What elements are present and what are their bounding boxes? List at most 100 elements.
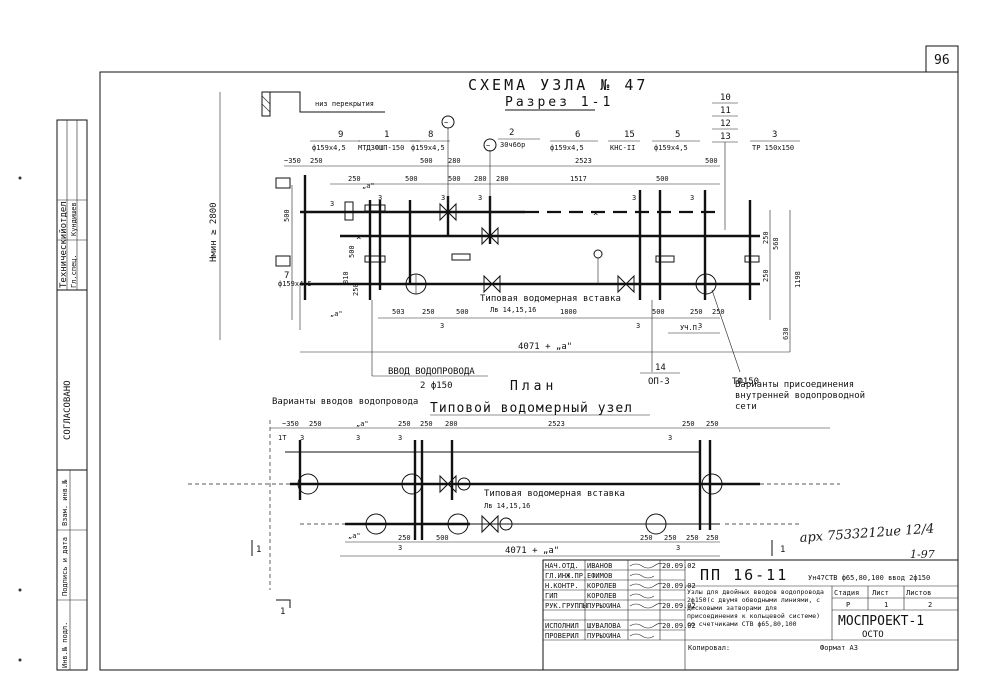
person-role-3: ГИП bbox=[545, 592, 558, 600]
plan-dim-top-5: 280 bbox=[445, 420, 458, 428]
sec-dim-top-0: ~350 bbox=[284, 157, 301, 165]
plan-insert-label: Типовая водомерная вставка bbox=[484, 489, 625, 499]
sec-vdim-right-1: 250 bbox=[762, 269, 770, 282]
svg-text:3: 3 bbox=[440, 322, 444, 330]
person-role-0: НАЧ.ОТД. bbox=[545, 562, 579, 570]
callout-num-5: 15 bbox=[624, 130, 635, 140]
plan-dim-bot-1: 500 bbox=[436, 534, 449, 542]
sheet-value: 1 bbox=[884, 601, 888, 609]
plan-dim-top-0: ~350 bbox=[282, 420, 299, 428]
side-stamp-dept: Техническийотдел bbox=[59, 201, 69, 288]
person-name-4: ПУРЫХИНА bbox=[587, 602, 622, 610]
scheme-title: СХЕМА УЗЛА № 47 bbox=[468, 76, 648, 94]
org-name: МОСПРОЕКТ-1 bbox=[838, 614, 924, 629]
sec-dim-top-3: 280 bbox=[448, 157, 461, 165]
person-name-3: КОРОЛЕВ bbox=[587, 592, 617, 600]
sec-dim-top-2: 500 bbox=[420, 157, 433, 165]
typical-node-title: Типовой водомерный узел bbox=[430, 401, 633, 416]
sec-dim-bot-1: 250 bbox=[422, 308, 435, 316]
sec-vdim-left-1: 500 bbox=[348, 245, 356, 258]
callout-num-3: 2 bbox=[509, 128, 514, 138]
plan-dim-top-8: 250 bbox=[706, 420, 719, 428]
variants-internal: Варианты присоединения внутренней водопр… bbox=[735, 380, 866, 412]
person-role-1: ГЛ.ИНЖ.ПР. bbox=[545, 572, 587, 580]
person-role-7: ПРОВЕРИЛ bbox=[545, 632, 579, 640]
side-stamp-agreed: СОГЛАСОВАНО bbox=[63, 380, 73, 440]
plan-piping: 1T 3 3 3 3 3 3 bbox=[188, 434, 840, 608]
handwritten-archive: арх 7533212ие 12/4 bbox=[799, 522, 935, 546]
sec-dim-mid-5: 1517 bbox=[570, 175, 587, 183]
person-name-1: ЕФИМОВ bbox=[587, 572, 612, 580]
variants-internal-wrap: Варианты присоединения внутренней водопр… bbox=[735, 380, 866, 412]
sec-dim-bot-6: 250 bbox=[712, 308, 725, 316]
op-num: 14 bbox=[655, 363, 666, 373]
plan-dim-top-1: 250 bbox=[309, 420, 322, 428]
callout-num-4: 6 bbox=[575, 130, 580, 140]
sec-dim-bot-3: 1800 bbox=[560, 308, 577, 316]
plan-dim-bot-6: 250 bbox=[706, 534, 719, 542]
svg-text:3: 3 bbox=[698, 322, 702, 330]
callout-num-2: 8 bbox=[428, 130, 433, 140]
plan-dim-top-4: 250 bbox=[420, 420, 433, 428]
inlet-label: ВВОД ВОДОПРОВОДА bbox=[388, 367, 475, 377]
op-callout: 14 ОП-3 bbox=[640, 300, 680, 387]
person-name-6: ШУВАЛОВА bbox=[587, 622, 622, 630]
people-table: НАЧ.ОТД. ИВАНОВ 20.09.02 ГЛ.ИНЖ.ПР. ЕФИМ… bbox=[545, 562, 696, 640]
op-label: ОП-3 bbox=[648, 377, 670, 387]
person-name-7: ПУРЫХИНА bbox=[587, 632, 622, 640]
stage-value: Р bbox=[846, 601, 850, 609]
format-label: Формат А3 bbox=[820, 644, 858, 652]
plan-dim-total: 4071 + „a" bbox=[505, 546, 559, 556]
svg-text:3: 3 bbox=[300, 434, 304, 442]
svg-text:3: 3 bbox=[636, 322, 640, 330]
sec-dim-total: 4071 + „a" bbox=[518, 342, 572, 352]
sec-dim-bot-2: 500 bbox=[456, 308, 469, 316]
svg-text:3: 3 bbox=[478, 194, 482, 202]
sec-dim-mid-4: 280 bbox=[496, 175, 509, 183]
sec-dim-bot-5: 250 bbox=[690, 308, 703, 316]
right-callout-2: 12 bbox=[720, 119, 731, 129]
callout-num-0: 9 bbox=[338, 130, 343, 140]
callout-text-4: ф159х4,5 bbox=[550, 144, 584, 152]
plan-insert-sheets: Лв 14,15,16 bbox=[484, 502, 530, 510]
scan-dot bbox=[18, 588, 22, 592]
section-title: Разрез 1-1 bbox=[505, 95, 613, 110]
stage-header: Стадия bbox=[834, 589, 859, 597]
svg-text:ф159х4,5: ф159х4,5 bbox=[278, 280, 312, 288]
right-callouts: 10 11 12 13 bbox=[712, 93, 738, 230]
section-callouts: 9 ф159х4,5 1 МТДЗФШП-150 8 ф159х4,5 2 30… bbox=[310, 128, 800, 152]
callout-text-3: 30ч6бр bbox=[500, 141, 525, 149]
sec-dim-mid-3: 280 bbox=[474, 175, 487, 183]
sec-dim-top-4: 2523 bbox=[575, 157, 592, 165]
right-callout-1: 11 bbox=[720, 106, 731, 116]
scan-dot bbox=[18, 658, 22, 662]
sec-dim-mid-1: 500 bbox=[405, 175, 418, 183]
sheet-header: Лист bbox=[872, 589, 889, 597]
callout-text-0: ф159х4,5 bbox=[312, 144, 346, 152]
sec-vdim-left-2: 810 bbox=[342, 271, 350, 284]
sec-vdim-right-0: 250 bbox=[762, 231, 770, 244]
node-code: Ун47СТВ ф65,80,100 ввод 2ф150 bbox=[808, 574, 930, 582]
doc-code: ПП 16-11 bbox=[700, 566, 788, 584]
plan-cut-mark-right: 1 bbox=[780, 545, 785, 555]
svg-text:~: ~ bbox=[486, 142, 490, 150]
person-name-0: ИВАНОВ bbox=[587, 562, 612, 570]
person-role-2: Н.КОНТР. bbox=[545, 582, 579, 590]
inlet-dia: 2 ф150 bbox=[420, 381, 453, 391]
svg-text:×: × bbox=[356, 233, 361, 243]
uch-label: УЧ.П. bbox=[680, 324, 701, 332]
tf-label: ТФ150 bbox=[732, 377, 759, 387]
sec-a-mark-2: „a" bbox=[362, 182, 375, 190]
callout-text-1: МТДЗФШП-150 bbox=[358, 144, 404, 152]
svg-text:~: ~ bbox=[444, 119, 448, 127]
plan-dim-top-3: 250 bbox=[398, 420, 411, 428]
sec-dim-bot-4: 500 bbox=[652, 308, 665, 316]
sec-vdim-right-3: 1198 bbox=[794, 271, 802, 288]
svg-text:3: 3 bbox=[441, 194, 445, 202]
ceiling-note-text: низ перекрытия bbox=[315, 100, 374, 108]
svg-text:3: 3 bbox=[378, 194, 382, 202]
sec-dim-mid-6: 500 bbox=[656, 175, 669, 183]
section-dims: ~350 250 500 280 2523 500 250 500 500 28… bbox=[283, 157, 802, 353]
tf-callout: ТФ150 bbox=[711, 289, 759, 387]
